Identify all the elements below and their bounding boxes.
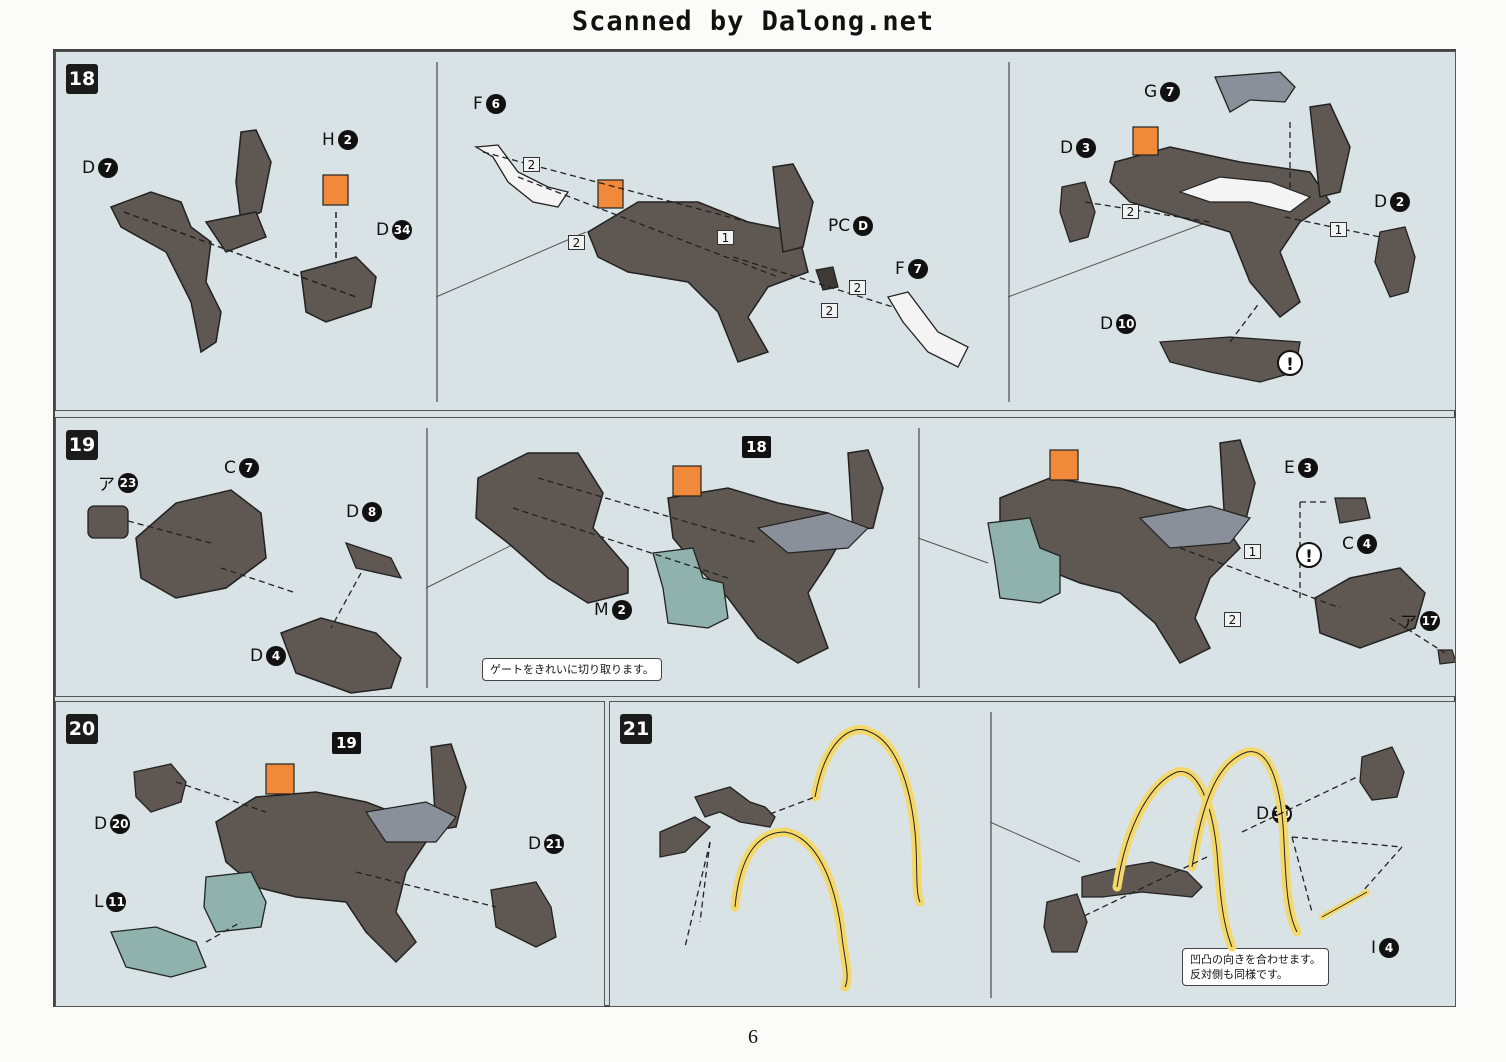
order-marker: 2	[849, 280, 866, 295]
step-19-divider-2	[918, 428, 920, 688]
order-marker: 1	[1330, 222, 1347, 237]
step-19-illustration-1	[87, 489, 403, 694]
step-21-zoom-lines	[989, 821, 1081, 863]
step-21-illustration-1	[659, 725, 925, 992]
order-marker: 2	[523, 157, 540, 172]
step-18-divider-1	[436, 62, 438, 402]
step-18-illustration-3	[1059, 71, 1416, 383]
gate-trim-note: ゲートをきれいに切り取ります。	[482, 658, 662, 681]
step-19-divider-1	[426, 428, 428, 688]
order-marker: 1	[717, 230, 734, 245]
step-number: 18	[66, 64, 98, 94]
step-19-zoom-lines-2	[917, 537, 989, 564]
step-19-zoom-lines-1	[425, 537, 527, 589]
step-18-zoom-lines-1	[435, 231, 587, 298]
step-19-illustration-2	[475, 449, 884, 664]
step-18-divider-2	[1008, 62, 1010, 402]
step-18-illustration-1	[109, 129, 377, 354]
order-marker: 2	[568, 235, 585, 250]
order-marker: 2	[821, 303, 838, 318]
caution-icon: !	[1296, 542, 1322, 568]
step-number: 21	[620, 714, 652, 744]
scan-credit: Scanned by Dalong.net	[571, 6, 935, 37]
step-18-zoom-lines-2	[1007, 221, 1209, 298]
step-21-panel: 21 D30 I4 I3 凹凸の向きを合わせます。反対側も同様です。	[609, 701, 1456, 1007]
order-marker: 2	[1224, 612, 1241, 627]
step-21-illustration-2	[1043, 746, 1405, 953]
step-reference: 19	[332, 732, 361, 754]
step-reference: 18	[742, 436, 771, 458]
step-20-illustration	[110, 743, 557, 978]
step-19-illustration-3	[987, 439, 1455, 665]
order-marker: 2	[1122, 204, 1139, 219]
step-number: 19	[66, 430, 98, 460]
step-18-illustration-2	[473, 144, 969, 368]
step-number: 20	[66, 714, 98, 744]
order-marker: 1	[1244, 544, 1261, 559]
caution-icon: !	[1277, 350, 1303, 376]
step-21-divider	[990, 712, 992, 998]
alignment-note: 凹凸の向きを合わせます。反対側も同様です。	[1182, 948, 1329, 986]
page-number: 6	[748, 1026, 758, 1048]
